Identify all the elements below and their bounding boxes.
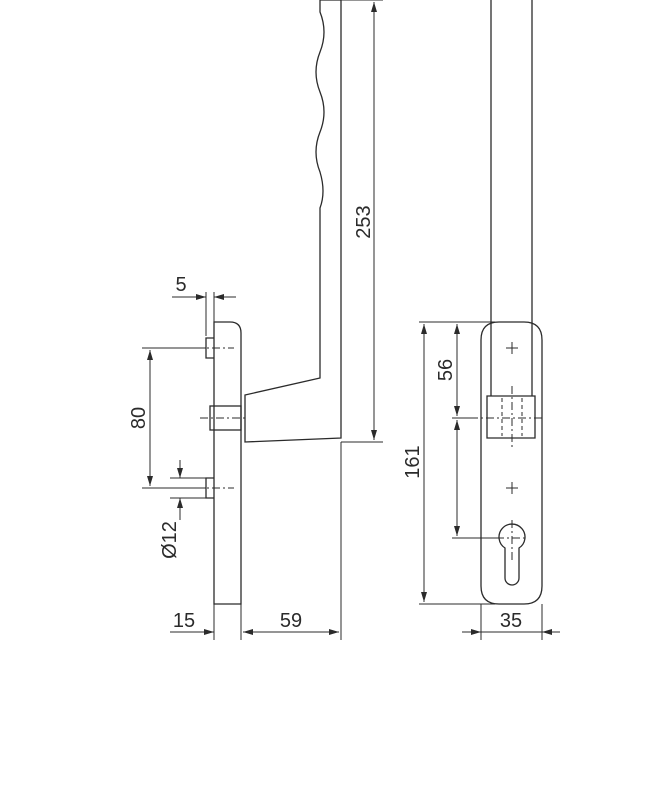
side-view: 253 5 80 Ø12 15 59: [128, 0, 383, 640]
dim-56-label: 56: [435, 359, 457, 381]
dim-59-label: 59: [280, 610, 302, 632]
lower-screw-marker: [506, 482, 518, 494]
dim-15-label: 15: [173, 610, 195, 632]
upper-screw-marker: [506, 342, 518, 354]
spindle: [209, 405, 242, 431]
handle-lever-outline: [244, 0, 342, 443]
dim-35-label: 35: [500, 610, 522, 632]
dim-80-label: 80: [128, 407, 150, 429]
front-handle-rose: [486, 395, 536, 439]
front-view: 161 56 35: [402, 0, 560, 640]
front-escutcheon-plate: [480, 321, 543, 605]
cylinder-cutout: [498, 523, 526, 586]
dim-5-label: 5: [175, 274, 186, 296]
escutcheon-plate: [213, 321, 242, 605]
dim-161-label: 161: [402, 445, 424, 478]
front-handle-lever: [490, 0, 533, 396]
dim-253-label: 253: [353, 205, 375, 238]
dim-12-label: Ø12: [159, 521, 181, 559]
